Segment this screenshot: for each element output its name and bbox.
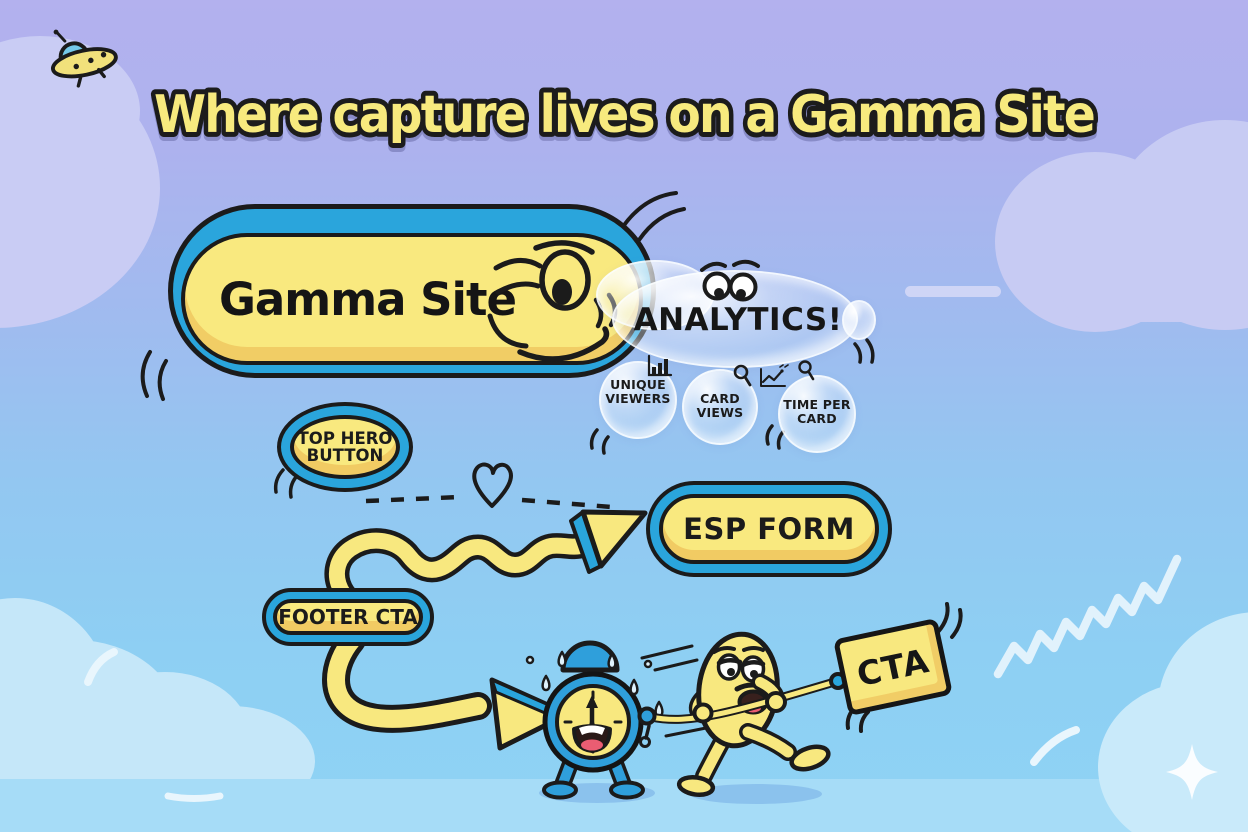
footer-cta-label: FOOTER CTA [278, 604, 418, 629]
cta-sign: CTA [833, 617, 953, 717]
front-hand [765, 691, 787, 713]
metric-label-card-views: CARD VIEWS [696, 391, 744, 421]
clock-winder-key [644, 724, 651, 740]
esp-form-badge: ESP FORM [646, 481, 892, 577]
motion-lines [640, 644, 708, 738]
top-hero-button-badge-inner: TOP HERO BUTTON [290, 415, 400, 479]
analytics-label: ANALYTICS! [633, 302, 843, 338]
squiggle-icon [993, 554, 1182, 679]
metric-bubble-card-views [682, 369, 758, 445]
analytics-bubble-small [842, 300, 876, 340]
back-hand [692, 702, 714, 724]
ufo-icon [51, 29, 118, 88]
sweat-drops [525, 650, 664, 718]
esp-form-badge-inner: ESP FORM [659, 494, 879, 564]
footer-cta-badge-inner: FOOTER CTA [273, 599, 423, 635]
cloud-top-right-base [1060, 210, 1248, 322]
cloud-arc-right [1030, 726, 1080, 766]
rope [646, 676, 843, 724]
curve-arrow-icon [322, 626, 571, 751]
gamma-site-card: Gamma Site [168, 204, 656, 378]
metric-bubble-time-per-card [778, 375, 856, 453]
magnifier-icon [733, 364, 752, 387]
heart-icon [472, 462, 513, 508]
magnifier-icon-small [798, 360, 815, 381]
title-banner: Where capture lives on a Gamma Site [149, 80, 1101, 150]
bar-chart-icon [647, 354, 673, 377]
footer-cta-badge: FOOTER CTA [262, 588, 434, 646]
water-band [0, 779, 1248, 832]
metric-label-time-per-card: TIME PER CARD [783, 397, 851, 427]
trend-chart-icon [760, 364, 789, 387]
bean-mascot-character [637, 631, 843, 797]
metric-label-unique-viewers: UNIQUE VIEWERS [605, 377, 671, 407]
dashed-connector [365, 462, 642, 526]
cloud-wisp [905, 286, 1001, 297]
page-title: Where capture lives on a Gamma Site [154, 85, 1094, 145]
bean-face [712, 646, 770, 715]
clock-knob [637, 706, 657, 726]
top-hero-button-badge: TOP HERO BUTTON [277, 402, 413, 492]
googly-eyes-icon [700, 259, 760, 302]
cta-sign-label: CTA [853, 640, 933, 694]
gamma-site-label: Gamma Site [219, 272, 517, 326]
top-hero-button-label: TOP HERO BUTTON [297, 428, 393, 465]
esp-form-label: ESP FORM [683, 511, 855, 546]
alarm-clock-character [525, 640, 664, 800]
winking-face-icon [487, 240, 618, 362]
cloud-bottom-right-fill [1150, 700, 1248, 832]
